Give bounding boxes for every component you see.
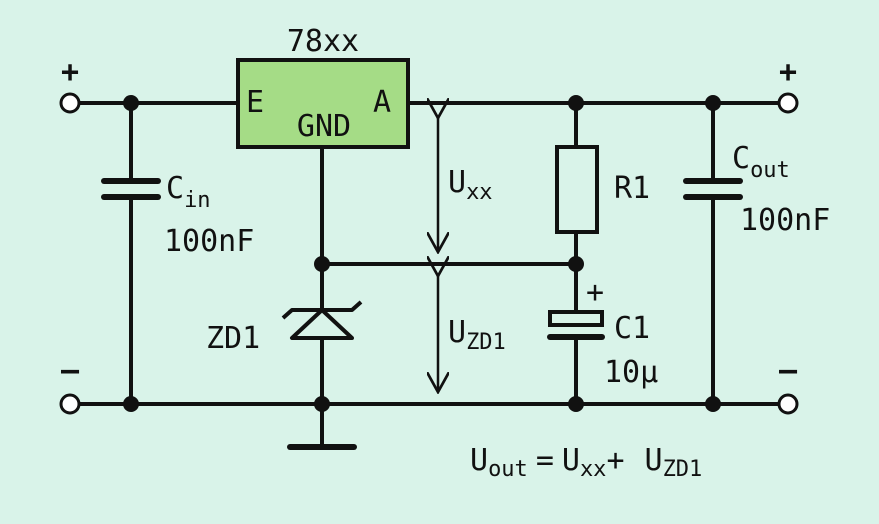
formula-sub-zd1: ZD1 <box>663 457 703 482</box>
terminal-out-minus <box>777 393 799 415</box>
c1-value: 10µ <box>604 355 658 390</box>
regulator-pin-in: E <box>246 85 264 120</box>
regulator-body <box>236 58 410 149</box>
junction-dot <box>314 256 330 272</box>
cin-letter: C <box>166 171 184 206</box>
c1-label: C1 <box>614 311 650 346</box>
regulator-78xx: 78xx E GND A <box>236 24 410 149</box>
cin-subscript: in <box>184 188 211 213</box>
junction-dot <box>568 396 584 412</box>
junction-dot <box>705 95 721 111</box>
junctions <box>123 95 721 412</box>
junction-dot <box>568 256 584 272</box>
cout-subscript: out <box>750 158 790 183</box>
terminal-out-minus-sign: – <box>779 353 798 388</box>
cout-value: 100nF <box>740 203 830 238</box>
formula-sub-xx: xx <box>580 457 607 482</box>
zd1-bar <box>281 300 363 320</box>
cin-value: 100nF <box>164 224 254 259</box>
output-formula: Uout=Uxx+UZD1 <box>470 443 702 482</box>
formula-u-out: U <box>470 443 488 478</box>
capacitor-c1: + C1 10µ <box>547 275 658 390</box>
c1-polarity: + <box>586 275 604 310</box>
cout-label: Cout <box>732 141 790 183</box>
uxx-label: Uxx <box>448 165 493 205</box>
regulator-pin-out: A <box>373 85 391 120</box>
junction-dot <box>568 95 584 111</box>
resistor-r1: R1 <box>555 145 650 234</box>
r1-label: R1 <box>614 171 650 206</box>
cin-label: Cin <box>166 171 211 213</box>
r1-body <box>555 145 599 234</box>
terminal-in-plus <box>59 92 81 114</box>
capacitor-cin: Cin 100nF <box>101 171 254 259</box>
regulator-pin-gnd: GND <box>297 109 351 144</box>
zd1-label: ZD1 <box>206 321 260 356</box>
formula-u-xx: U <box>562 443 580 478</box>
cout-letter: C <box>732 141 750 176</box>
terminals: + – + – <box>59 55 799 415</box>
uzd1-subscript: ZD1 <box>466 330 506 355</box>
uzd1-letter: U <box>448 315 466 350</box>
terminal-out-plus-sign: + <box>779 55 797 90</box>
uzd1-arrow: UZD1 <box>438 276 506 392</box>
terminal-in-minus <box>59 393 81 415</box>
junction-dot <box>314 396 330 412</box>
zener-diode-zd1: ZD1 <box>206 300 363 356</box>
regulator-name: 78xx <box>287 24 359 59</box>
capacitor-cout: Cout 100nF <box>683 141 830 238</box>
formula-plus: + <box>606 443 624 478</box>
uxx-letter: U <box>448 165 466 200</box>
terminal-out-plus <box>777 92 799 114</box>
uxx-arrow: Uxx <box>438 118 493 252</box>
junction-dot <box>123 396 139 412</box>
formula-equals: = <box>536 443 554 478</box>
uzd1-label: UZD1 <box>448 315 506 355</box>
c1-plate-positive <box>548 310 604 327</box>
junction-dot <box>123 95 139 111</box>
uxx-subscript: xx <box>466 180 493 205</box>
zd1-triangle <box>290 308 354 340</box>
terminal-in-minus-sign: – <box>61 353 80 388</box>
terminal-in-plus-sign: + <box>61 55 79 90</box>
wires <box>68 101 790 447</box>
formula-sub-out: out <box>488 457 528 482</box>
formula-u-zd1: U <box>645 443 663 478</box>
junction-dot <box>705 396 721 412</box>
